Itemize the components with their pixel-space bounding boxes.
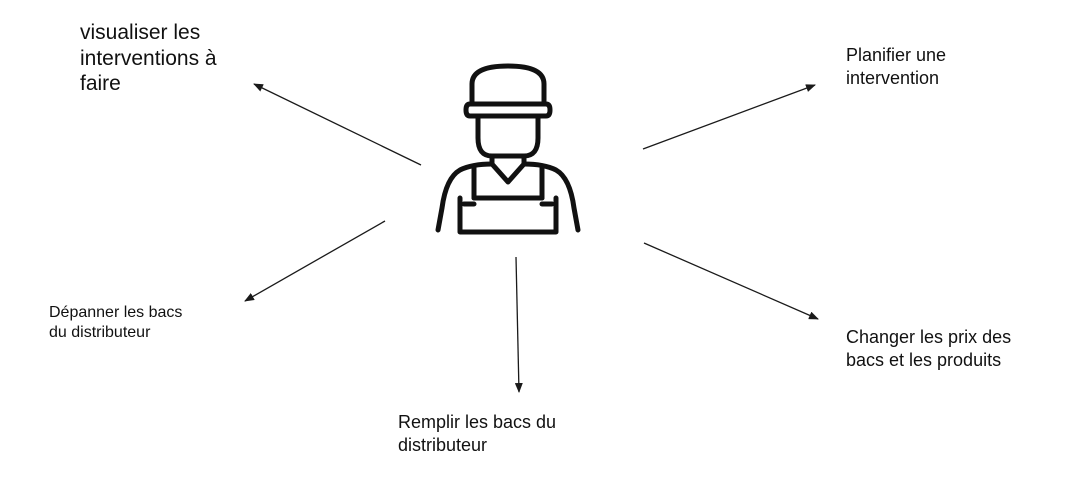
arrow-to-visualiser bbox=[253, 83, 422, 166]
action-changer-prix: Changer les prix des bacs et les produit… bbox=[846, 327, 1012, 370]
action-visualiser-interventions: visualiser les interventions à faire bbox=[80, 21, 217, 96]
arrow-to-remplir bbox=[514, 256, 523, 393]
arrow-to-changer bbox=[643, 242, 819, 320]
action-depanner-bacs: Dépanner les bacs du distributeur bbox=[49, 304, 183, 341]
action-remplir-bacs: Remplir les bacs du distributeur bbox=[398, 412, 557, 455]
worker-icon bbox=[430, 58, 586, 238]
action-planifier-intervention: Planifier une intervention bbox=[846, 45, 947, 88]
arrow-to-depanner bbox=[244, 220, 386, 302]
arrow-to-planifier bbox=[642, 84, 816, 150]
